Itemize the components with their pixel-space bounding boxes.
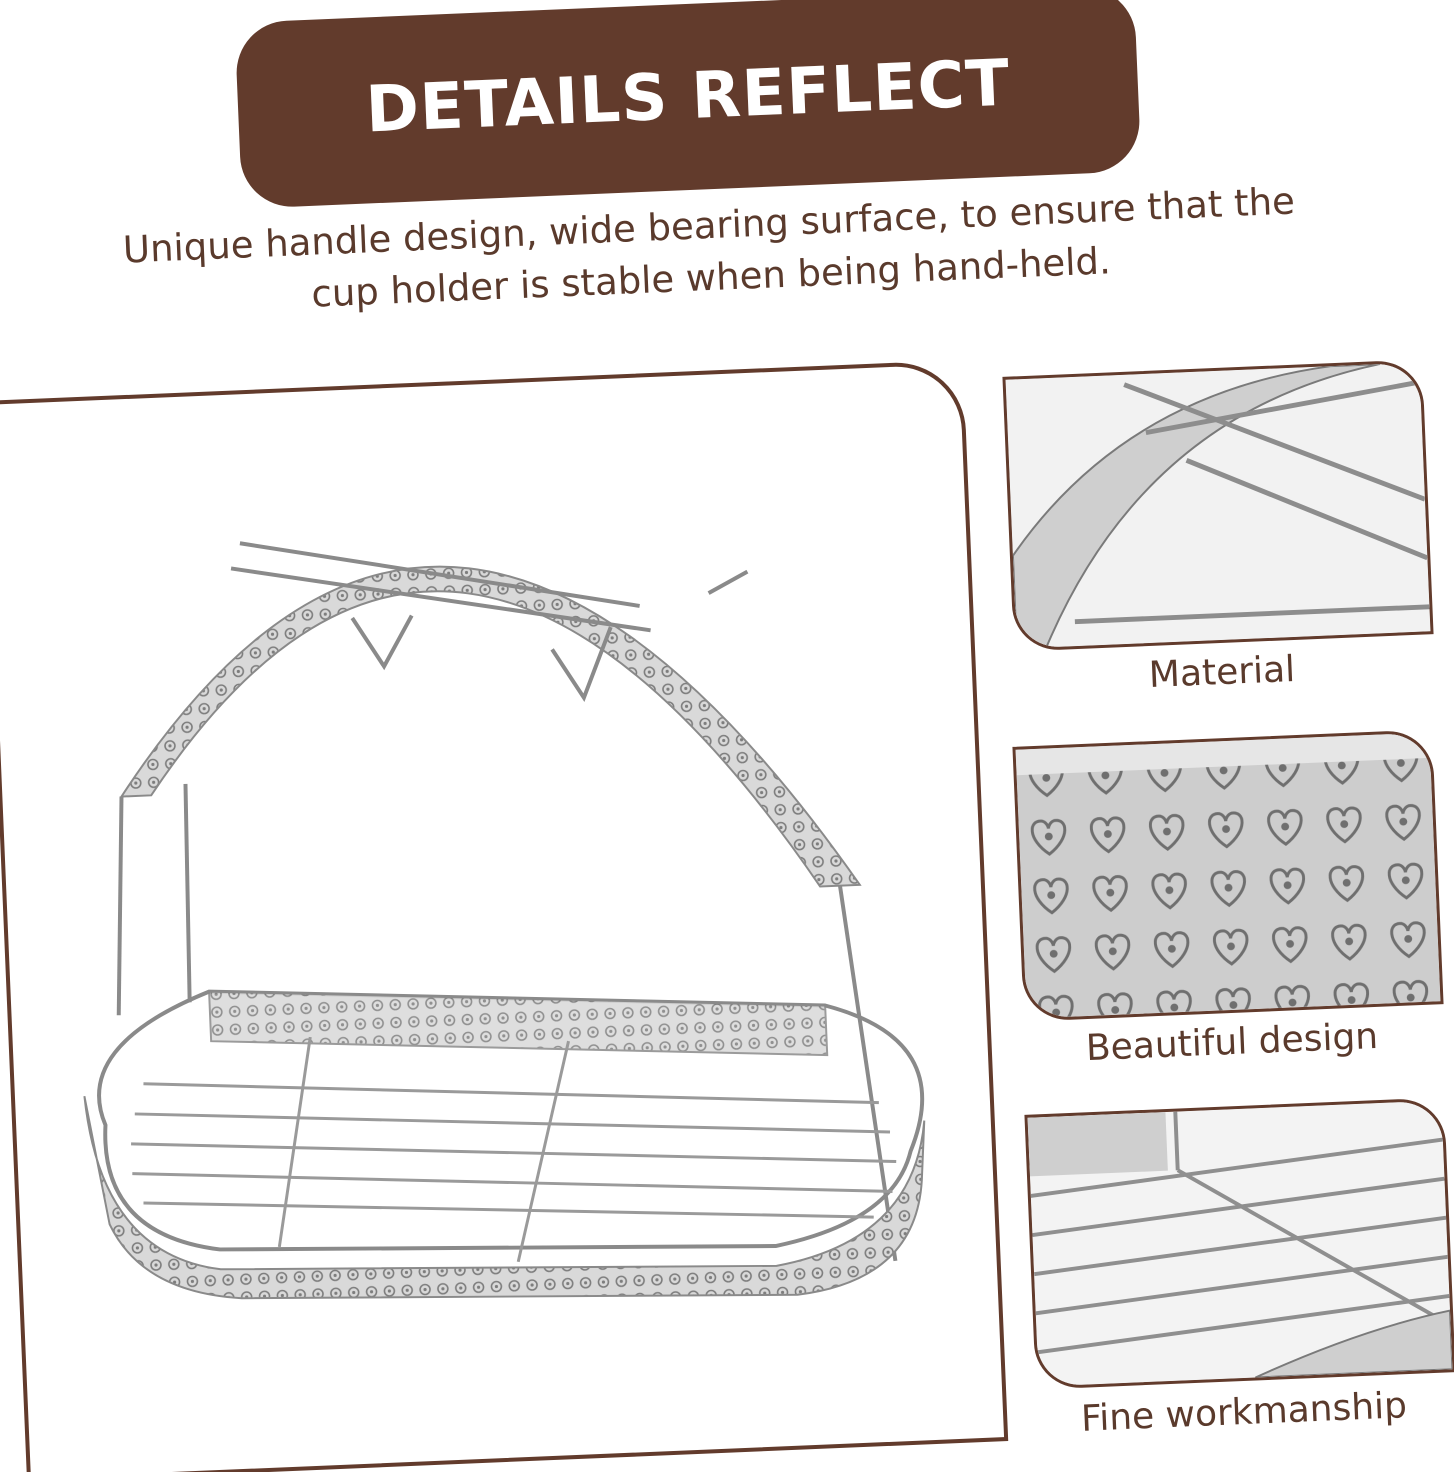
handle-wire-closeup	[1005, 362, 1431, 649]
detail-image-fine-workmanship	[1024, 1097, 1454, 1390]
caption-beautiful-design: Beautiful design	[1085, 1015, 1379, 1070]
detail-image-material	[1002, 359, 1434, 652]
banner-title: DETAILS REFLECT	[364, 46, 1012, 148]
product-image-frame	[0, 359, 1009, 1472]
caption-fine-workmanship: Fine workmanship	[1080, 1385, 1408, 1440]
detail-image-beautiful-design	[1012, 729, 1444, 1022]
cup-holder-rack-illustration	[83, 541, 926, 1300]
caption-material: Material	[1148, 648, 1296, 697]
heart-lattice-closeup	[1015, 732, 1441, 1019]
wire-base-closeup	[1027, 1100, 1453, 1387]
title-banner: DETAILS REFLECT	[234, 0, 1142, 209]
